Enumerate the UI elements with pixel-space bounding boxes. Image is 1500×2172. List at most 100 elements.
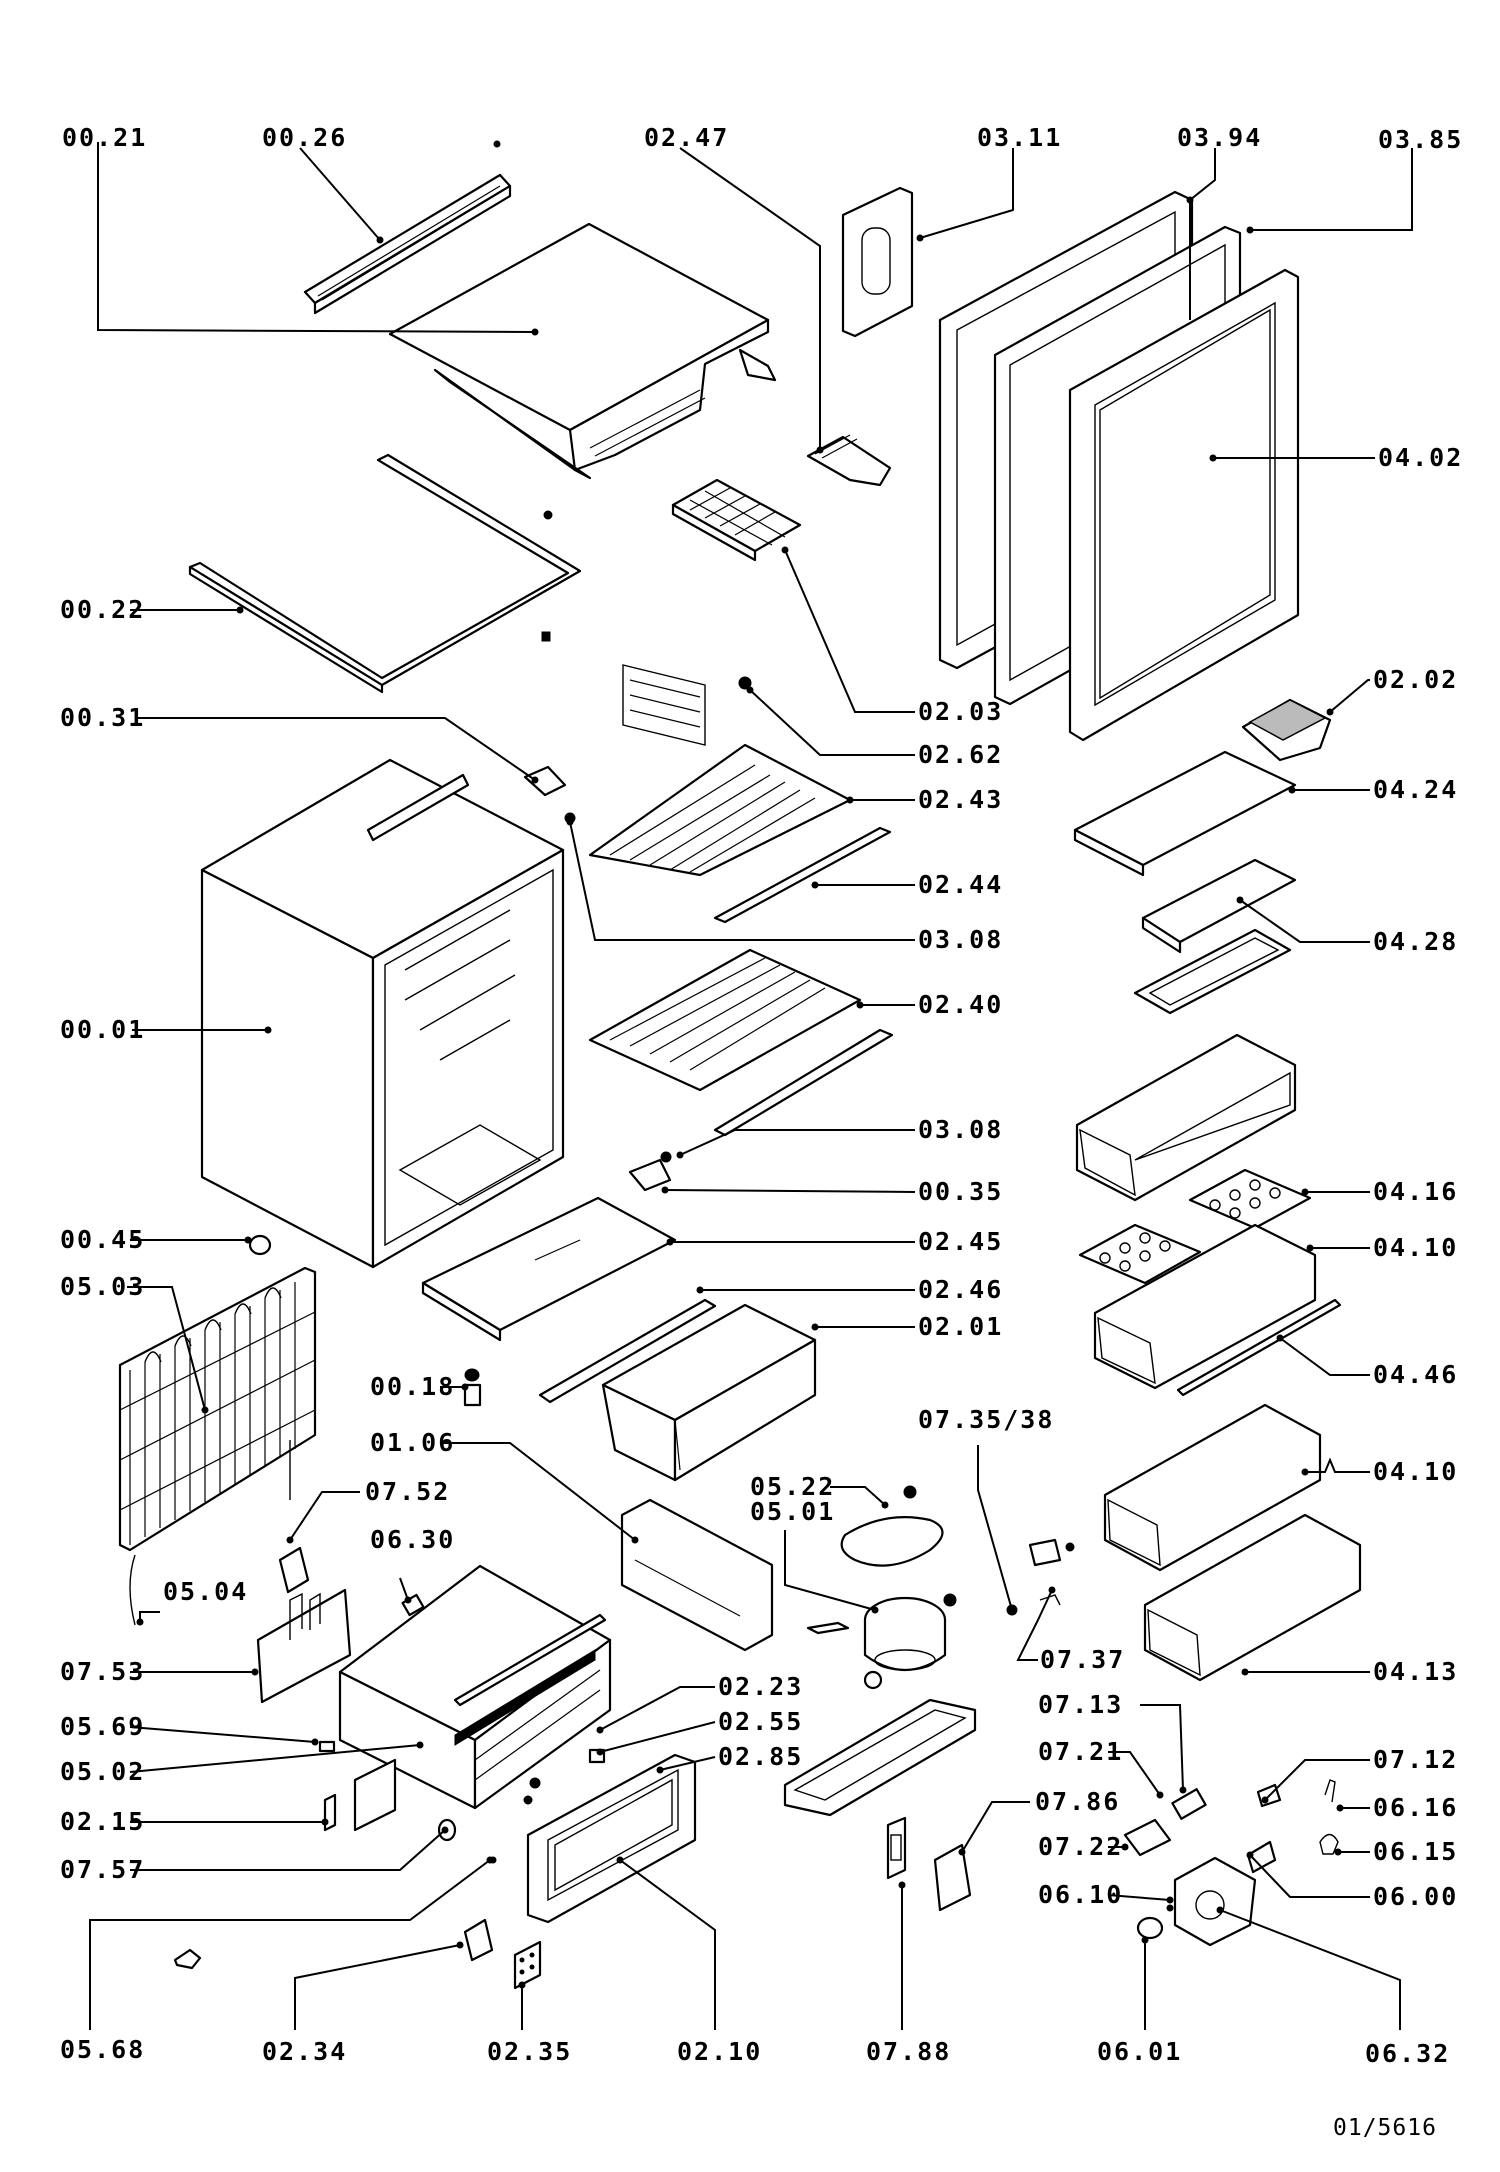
callout-03-94: 03.94	[1177, 123, 1262, 152]
drawing-reference-number: 01/5616	[1333, 2115, 1437, 2141]
callout-03-08-lower: 03.08	[918, 1115, 1003, 1144]
callout-00-01: 00.01	[60, 1015, 145, 1044]
callout-02-10: 02.10	[677, 2037, 762, 2066]
callout-06-32: 06.32	[1365, 2039, 1450, 2068]
callout-07-88: 07.88	[866, 2037, 951, 2066]
part-butter-compartment	[1133, 858, 1297, 1015]
callout-07-35-38: 07.35/38	[918, 1405, 1054, 1434]
callout-labels: 00.21 00.26 02.47 03.11 03.94 03.85 04.0…	[60, 123, 1463, 2141]
callout-02-62: 02.62	[918, 740, 1003, 769]
callout-07-52: 07.52	[365, 1477, 450, 1506]
part-top-panel	[388, 222, 777, 480]
callout-06-30: 06.30	[370, 1525, 455, 1554]
part-control-plate	[256, 1546, 352, 1704]
parts-drawing	[118, 140, 1362, 1990]
callout-02-34: 02.34	[262, 2037, 347, 2066]
callout-02-46: 02.46	[918, 1275, 1003, 1304]
part-base-tray	[783, 1698, 977, 1817]
part-top-trim-strip	[303, 140, 512, 315]
callout-03-85: 03.85	[1378, 125, 1463, 154]
callout-05-68: 05.68	[60, 2035, 145, 2064]
callout-07-22: 07.22	[1038, 1832, 1123, 1861]
part-freezer-box	[338, 1564, 612, 1810]
callout-04-24: 04.24	[1373, 775, 1458, 804]
callout-06-15: 06.15	[1373, 1837, 1458, 1866]
callout-04-02: 04.02	[1378, 443, 1463, 472]
part-thermostat	[886, 1816, 972, 1912]
callout-07-57: 07.57	[60, 1855, 145, 1884]
callout-04-28: 04.28	[1373, 927, 1458, 956]
part-wire-shelf-upper	[588, 664, 892, 924]
part-compartment-lid	[1073, 750, 1297, 877]
callout-02-03: 02.03	[918, 697, 1003, 726]
callout-02-45: 02.45	[918, 1227, 1003, 1256]
callout-06-16: 06.16	[1373, 1793, 1458, 1822]
callout-02-35: 02.35	[487, 2037, 572, 2066]
part-ice-tray	[671, 478, 802, 562]
callout-02-01: 02.01	[918, 1312, 1003, 1341]
part-condenser-coil	[118, 1266, 317, 1626]
part-small-box	[1241, 698, 1332, 762]
part-small-fittings	[248, 1234, 482, 1407]
callout-02-55: 02.55	[718, 1707, 803, 1736]
part-door-handle	[841, 186, 914, 338]
part-glass-shelf	[421, 1196, 677, 1342]
callout-00-26: 00.26	[262, 123, 347, 152]
part-relay-bits	[1006, 1538, 1075, 1616]
leader-lines	[89, 142, 1413, 2030]
callout-02-23: 02.23	[718, 1672, 803, 1701]
part-compressor	[806, 1485, 957, 1690]
part-door-assembly	[938, 190, 1300, 742]
callout-04-46: 04.46	[1373, 1360, 1458, 1389]
part-cabinet-body	[200, 758, 576, 1269]
callout-07-37: 07.37	[1040, 1645, 1125, 1674]
callout-02-44: 02.44	[918, 870, 1003, 899]
callout-06-01: 06.01	[1097, 2037, 1182, 2066]
callout-04-10-upper: 04.10	[1373, 1233, 1458, 1262]
callout-00-21: 00.21	[62, 123, 147, 152]
callout-04-10-lower: 04.10	[1373, 1457, 1458, 1486]
callout-07-53: 07.53	[60, 1657, 145, 1686]
callout-05-22: 05.22	[750, 1472, 835, 1501]
callout-00-22: 00.22	[60, 595, 145, 624]
callout-04-13: 04.13	[1373, 1657, 1458, 1686]
callout-05-03: 05.03	[60, 1272, 145, 1301]
callout-02-43: 02.43	[918, 785, 1003, 814]
callout-07-12: 07.12	[1373, 1745, 1458, 1774]
part-shelf-strip	[538, 1298, 717, 1404]
callout-03-11: 03.11	[977, 123, 1062, 152]
callout-02-02: 02.02	[1373, 665, 1458, 694]
callout-05-02: 05.02	[60, 1757, 145, 1786]
part-wire-shelf-lower	[588, 948, 894, 1137]
callout-00-35: 00.35	[918, 1177, 1003, 1206]
callout-06-10: 06.10	[1038, 1880, 1123, 1909]
callout-01-06: 01.06	[370, 1428, 455, 1457]
callout-00-31: 00.31	[60, 703, 145, 732]
callout-02-85: 02.85	[718, 1742, 803, 1771]
part-door-bins	[1075, 1033, 1362, 1682]
callout-06-00: 06.00	[1373, 1882, 1458, 1911]
part-latch-parts	[463, 1918, 542, 1990]
part-crisper-drawer	[601, 1303, 817, 1482]
part-control-panel	[620, 1498, 774, 1652]
part-small-tray	[806, 434, 892, 487]
callout-02-15: 02.15	[60, 1807, 145, 1836]
callout-00-45: 00.45	[60, 1225, 145, 1254]
part-top-frame	[188, 453, 582, 694]
callout-05-69: 05.69	[60, 1712, 145, 1741]
callout-05-04: 05.04	[163, 1577, 248, 1606]
callout-07-86: 07.86	[1035, 1787, 1120, 1816]
part-electric-control-unit	[1123, 1779, 1339, 1947]
part-freezer-door	[526, 1753, 697, 1924]
callout-04-16: 04.16	[1373, 1177, 1458, 1206]
callout-07-21: 07.21	[1038, 1737, 1123, 1766]
callout-02-40: 02.40	[918, 990, 1003, 1019]
part-bracket-clip	[628, 1151, 672, 1192]
callout-03-08-upper: 03.08	[918, 925, 1003, 954]
callout-05-01: 05.01	[750, 1497, 835, 1526]
callout-00-18: 00.18	[370, 1372, 455, 1401]
callout-02-47: 02.47	[644, 123, 729, 152]
callout-07-13: 07.13	[1038, 1690, 1123, 1719]
